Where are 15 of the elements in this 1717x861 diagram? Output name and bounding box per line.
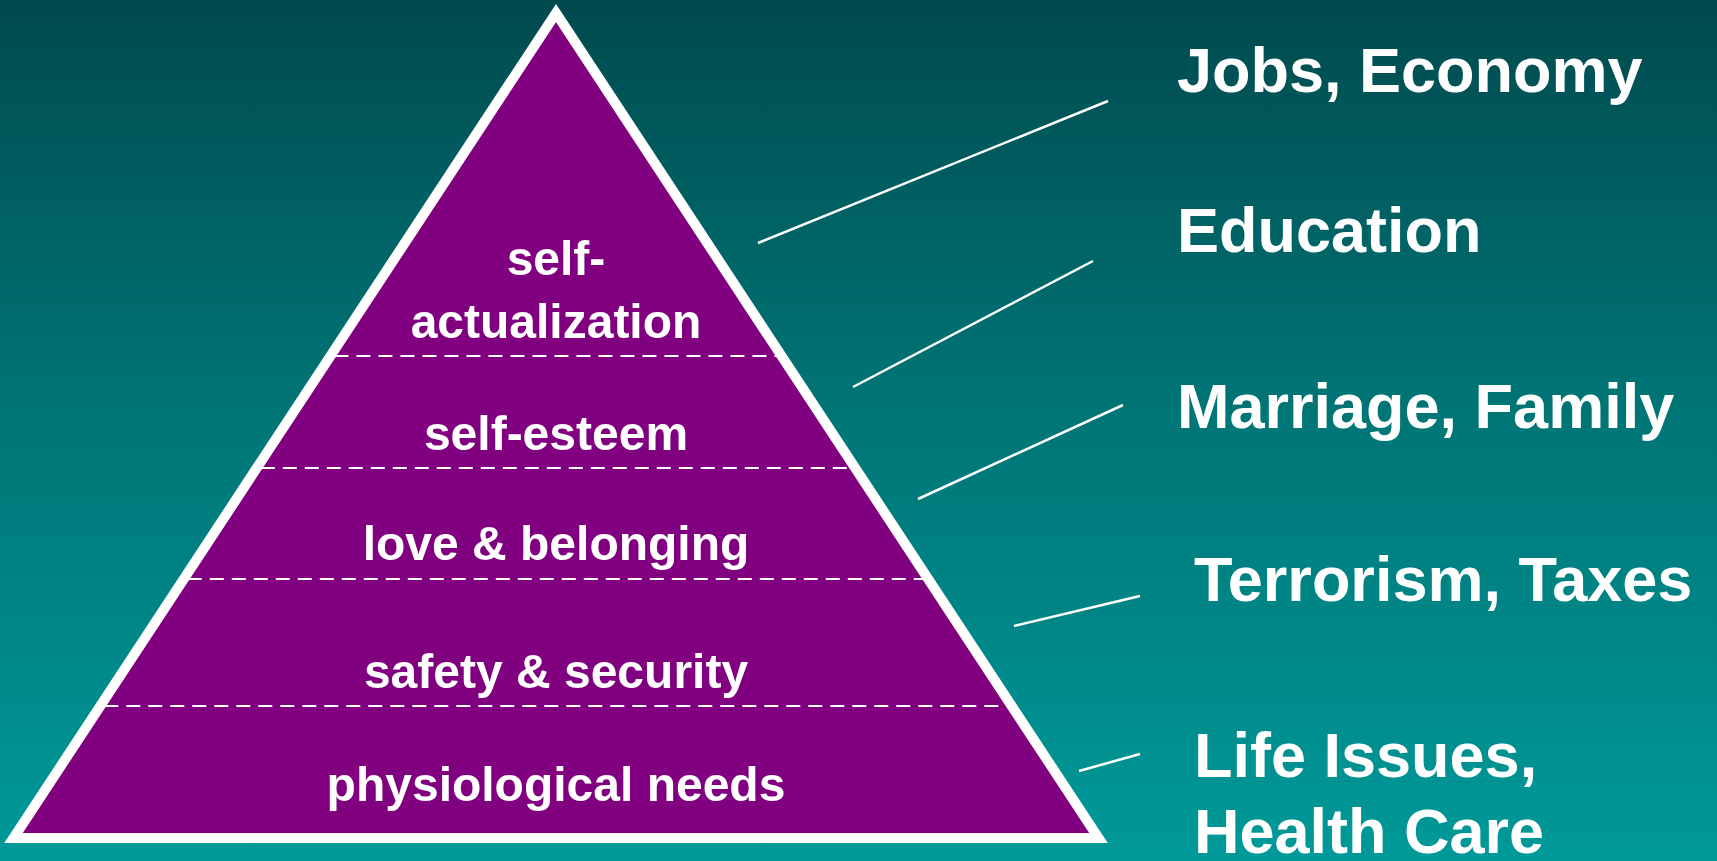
category-label: Marriage, Family xyxy=(1177,369,1717,445)
category-label: Life Issues, Health Care xyxy=(1194,718,1614,861)
leader-line xyxy=(852,259,1094,389)
leader-line xyxy=(917,403,1124,501)
leader-line xyxy=(757,99,1109,245)
level-label: love & belonging xyxy=(362,516,750,573)
category-label: Terrorism, Taxes xyxy=(1194,542,1717,618)
level-label: self-actualization xyxy=(409,231,703,350)
leader-line xyxy=(1078,752,1141,773)
level-label: self-esteem xyxy=(423,405,689,462)
leader-line xyxy=(1013,594,1141,628)
category-label: Jobs, Economy xyxy=(1177,33,1717,109)
level-label: safety & security xyxy=(363,644,749,701)
level-label: physiological needs xyxy=(326,756,786,813)
category-label: Education xyxy=(1177,193,1717,269)
